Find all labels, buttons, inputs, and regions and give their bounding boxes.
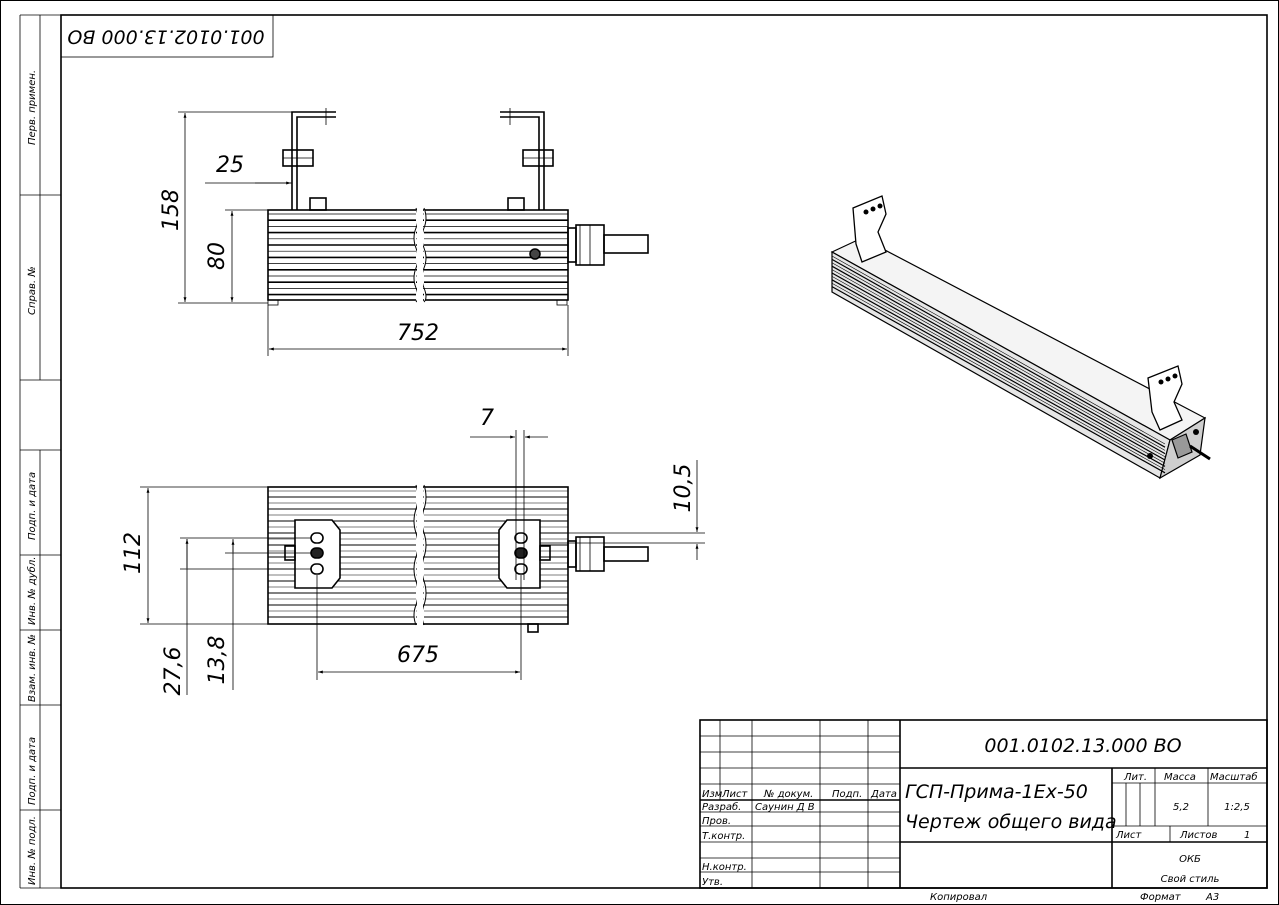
dim-752: 752 xyxy=(397,321,439,346)
front-view xyxy=(267,108,649,306)
fin-line xyxy=(831,269,1166,458)
tb-razrab-name: Саунин Д В xyxy=(755,802,815,813)
isometric-view xyxy=(830,195,1211,480)
dim-158: 158 xyxy=(159,189,184,231)
side-label-perv-primen: Перв. примен. xyxy=(27,70,38,145)
fin-line xyxy=(831,272,1166,461)
side-label-vzam-inv: Взам. инв. № xyxy=(27,634,38,702)
footer-format-value: А3 xyxy=(1205,892,1219,903)
fin-line xyxy=(831,255,1166,445)
side-label-podp-data-bottom: Подп. и дата xyxy=(27,737,38,805)
tb-masshtab: Масштаб xyxy=(1210,771,1258,783)
tb-list: Лист xyxy=(721,789,749,800)
drawing-frame xyxy=(60,14,1268,889)
fin-line xyxy=(831,276,1166,464)
dim-25: 25 xyxy=(216,153,244,178)
tb-data: Дата xyxy=(870,789,897,800)
tb-org-line1: ОКБ xyxy=(1179,854,1201,865)
tb-no-dokum: № докум. xyxy=(763,789,813,800)
footer-format: Формат xyxy=(1140,892,1182,903)
side-label-sprav: Справ. № xyxy=(27,266,38,315)
fin-line xyxy=(831,286,1166,474)
tb-razrab: Разраб. xyxy=(702,801,741,813)
side-label-inv-dubl: Инв. № дубл. xyxy=(26,557,38,625)
dim-10-5: 10,5 xyxy=(671,464,696,513)
front-dimensions: 158 80 25 752 xyxy=(159,111,569,356)
fin-line xyxy=(831,282,1166,470)
tb-listov-label: Листов xyxy=(1179,830,1217,841)
dim-675: 675 xyxy=(397,643,439,668)
tb-list-label: Лист xyxy=(1115,830,1143,841)
tb-tkontr: Т.контр. xyxy=(702,831,745,842)
tb-podp: Подп. xyxy=(832,789,862,800)
tb-org-line2: Свой стиль xyxy=(1161,874,1220,885)
tb-massa-value: 5,2 xyxy=(1173,802,1189,813)
fin-line xyxy=(831,265,1166,455)
title-product-name: ГСП-Прима-1Ех-50 xyxy=(905,781,1088,803)
dim-27-6: 27,6 xyxy=(161,647,186,696)
tb-prov: Пров. xyxy=(702,816,731,827)
title-drawing-type: Чертеж общего вида xyxy=(905,811,1117,833)
tb-nkontr: Н.контр. xyxy=(702,862,747,873)
isometric-fins xyxy=(831,255,1166,474)
dim-13-8: 13,8 xyxy=(205,636,230,685)
tb-utv: Утв. xyxy=(702,877,723,888)
side-label-inv-podl: Инв. № подл. xyxy=(27,816,38,885)
side-margin-table: Перв. примен. Справ. № Подп. и дата Инв.… xyxy=(19,14,61,889)
tb-listov-value: 1 xyxy=(1244,830,1250,841)
tb-izm: Изм xyxy=(702,789,723,800)
code-stamp: 001.0102.13.000 ВО xyxy=(60,14,274,58)
top-view xyxy=(267,484,649,633)
dim-7: 7 xyxy=(480,406,494,431)
fin-line xyxy=(831,258,1166,448)
side-label-podp-data-top: Подп. и дата xyxy=(27,472,38,540)
title-drawing-code: 001.0102.13.000 ВО xyxy=(984,735,1181,757)
fin-line xyxy=(831,262,1166,451)
dim-80: 80 xyxy=(205,242,230,270)
code-stamp-text: 001.0102.13.000 ВО xyxy=(67,26,264,48)
tb-lit: Лит. xyxy=(1123,772,1147,783)
fin-line xyxy=(831,279,1166,467)
footer-kopiroval: Копировал xyxy=(930,892,988,903)
title-block: 001.0102.13.000 ВО ГСП-Прима-1Ех-50 Черт… xyxy=(699,719,1268,889)
tb-masshtab-value: 1:2,5 xyxy=(1224,802,1250,813)
dim-112: 112 xyxy=(121,532,146,574)
top-dimensions: 7 10,5 112 27,6 13,8 675 xyxy=(121,406,705,695)
tb-massa: Масса xyxy=(1164,772,1196,783)
